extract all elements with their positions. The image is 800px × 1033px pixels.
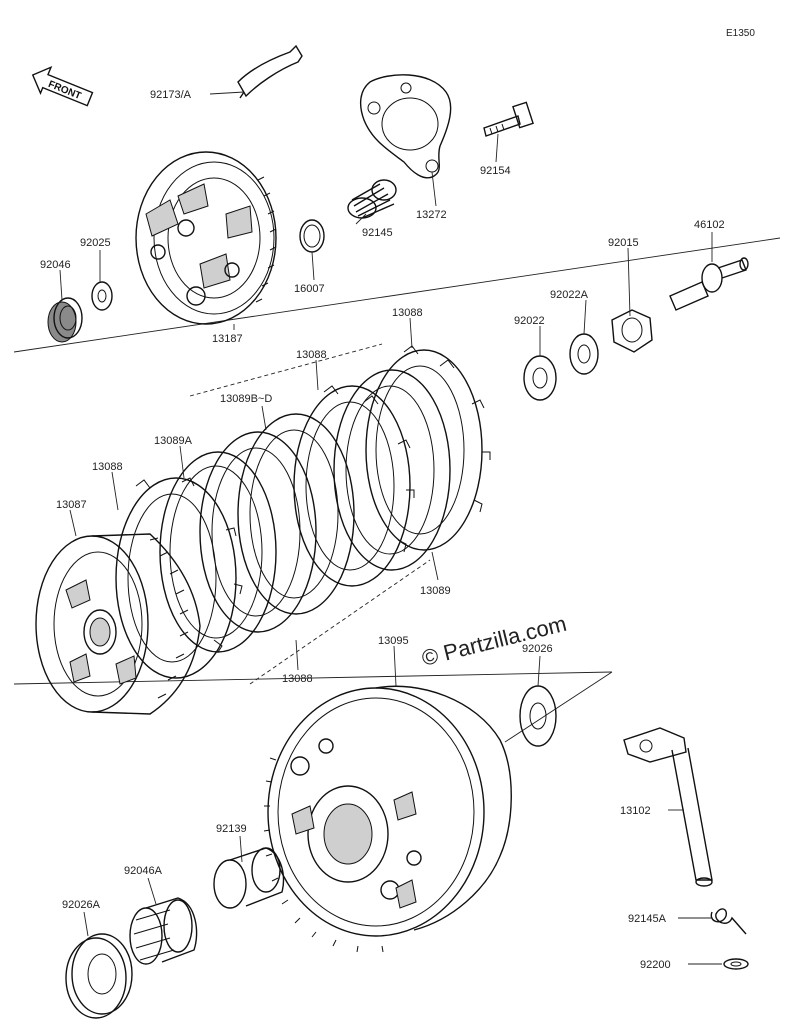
part-92145-spring[interactable] bbox=[347, 179, 397, 219]
part-92046-bearing[interactable] bbox=[47, 297, 83, 343]
label-92046a: 92046A bbox=[124, 865, 163, 877]
part-16007-ring[interactable] bbox=[299, 219, 325, 253]
part-13102-release-shaft[interactable] bbox=[623, 727, 713, 887]
label-13089bd: 13089B~D bbox=[220, 393, 272, 405]
plate-stack-bounding-lines bbox=[189, 343, 431, 685]
part-92154-bolt[interactable] bbox=[483, 101, 534, 137]
part-92022a-washer[interactable] bbox=[569, 333, 599, 375]
part-labels: 92173/A 92154 13272 92145 16007 92025 92… bbox=[40, 89, 725, 971]
label-13087: 13087 bbox=[56, 499, 87, 511]
part-92025-washer[interactable] bbox=[91, 281, 113, 311]
label-92046: 92046 bbox=[40, 259, 71, 271]
label-92173a: 92173/A bbox=[150, 89, 192, 101]
label-13272: 13272 bbox=[416, 209, 447, 221]
watermark: © Partzilla.com bbox=[419, 611, 569, 671]
part-46102-push-rod[interactable] bbox=[669, 257, 749, 311]
part-92026a-washer[interactable] bbox=[65, 933, 133, 1019]
part-13088-friction-plate-lower[interactable] bbox=[199, 431, 317, 633]
part-13088-friction-plate-mid[interactable] bbox=[293, 385, 411, 587]
part-13089-steel-plate-top[interactable] bbox=[333, 369, 451, 571]
part-92015-nut[interactable] bbox=[611, 309, 653, 353]
label-92026: 92026 bbox=[522, 643, 553, 655]
part-13088-friction-plate-top[interactable] bbox=[365, 349, 483, 551]
label-92026a: 92026A bbox=[62, 899, 101, 911]
label-13089a: 13089A bbox=[154, 435, 193, 447]
label-13102: 13102 bbox=[620, 805, 651, 817]
part-13095-clutch-housing[interactable] bbox=[263, 685, 512, 953]
part-92139-sleeve[interactable] bbox=[213, 847, 285, 909]
part-13089a-steel-plate[interactable] bbox=[159, 451, 277, 653]
label-16007: 16007 bbox=[294, 283, 325, 295]
part-13187-pressure-plate[interactable] bbox=[135, 151, 277, 325]
diagram-code: E1350 bbox=[726, 28, 755, 39]
front-arrow-icon: FRONT bbox=[31, 65, 94, 107]
part-13089bd-steel-plate[interactable] bbox=[237, 413, 355, 615]
part-92022-washer[interactable] bbox=[523, 355, 557, 401]
label-13088-mid: 13088 bbox=[296, 349, 327, 361]
label-92154: 92154 bbox=[480, 165, 511, 177]
label-13088-bot: 13088 bbox=[282, 673, 313, 685]
part-13272-plate[interactable] bbox=[359, 74, 452, 179]
part-92173a-lever[interactable] bbox=[237, 44, 303, 99]
label-13088-top: 13088 bbox=[392, 307, 423, 319]
label-46102: 46102 bbox=[694, 219, 725, 231]
part-92026-washer[interactable] bbox=[519, 685, 557, 747]
label-92022: 92022 bbox=[514, 315, 545, 327]
label-13095: 13095 bbox=[378, 635, 409, 647]
clutch-plate-stack bbox=[115, 343, 491, 685]
leader-lines bbox=[59, 91, 722, 965]
label-92025: 92025 bbox=[80, 237, 111, 249]
part-92200-washer[interactable] bbox=[723, 958, 749, 970]
label-13088-left: 13088 bbox=[92, 461, 123, 473]
part-92145a-spring[interactable] bbox=[710, 908, 747, 935]
label-92145: 92145 bbox=[362, 227, 393, 239]
label-92139: 92139 bbox=[216, 823, 247, 835]
label-92022a: 92022A bbox=[550, 289, 589, 301]
label-13187: 13187 bbox=[212, 333, 243, 345]
label-92145a: 92145A bbox=[628, 913, 667, 925]
label-92200: 92200 bbox=[640, 959, 671, 971]
part-13087-clutch-hub[interactable] bbox=[35, 533, 201, 715]
part-92046a-bearing[interactable] bbox=[129, 897, 198, 965]
label-92015: 92015 bbox=[608, 237, 639, 249]
label-13089: 13089 bbox=[420, 585, 451, 597]
part-13088-friction-plate-left[interactable] bbox=[115, 477, 237, 679]
